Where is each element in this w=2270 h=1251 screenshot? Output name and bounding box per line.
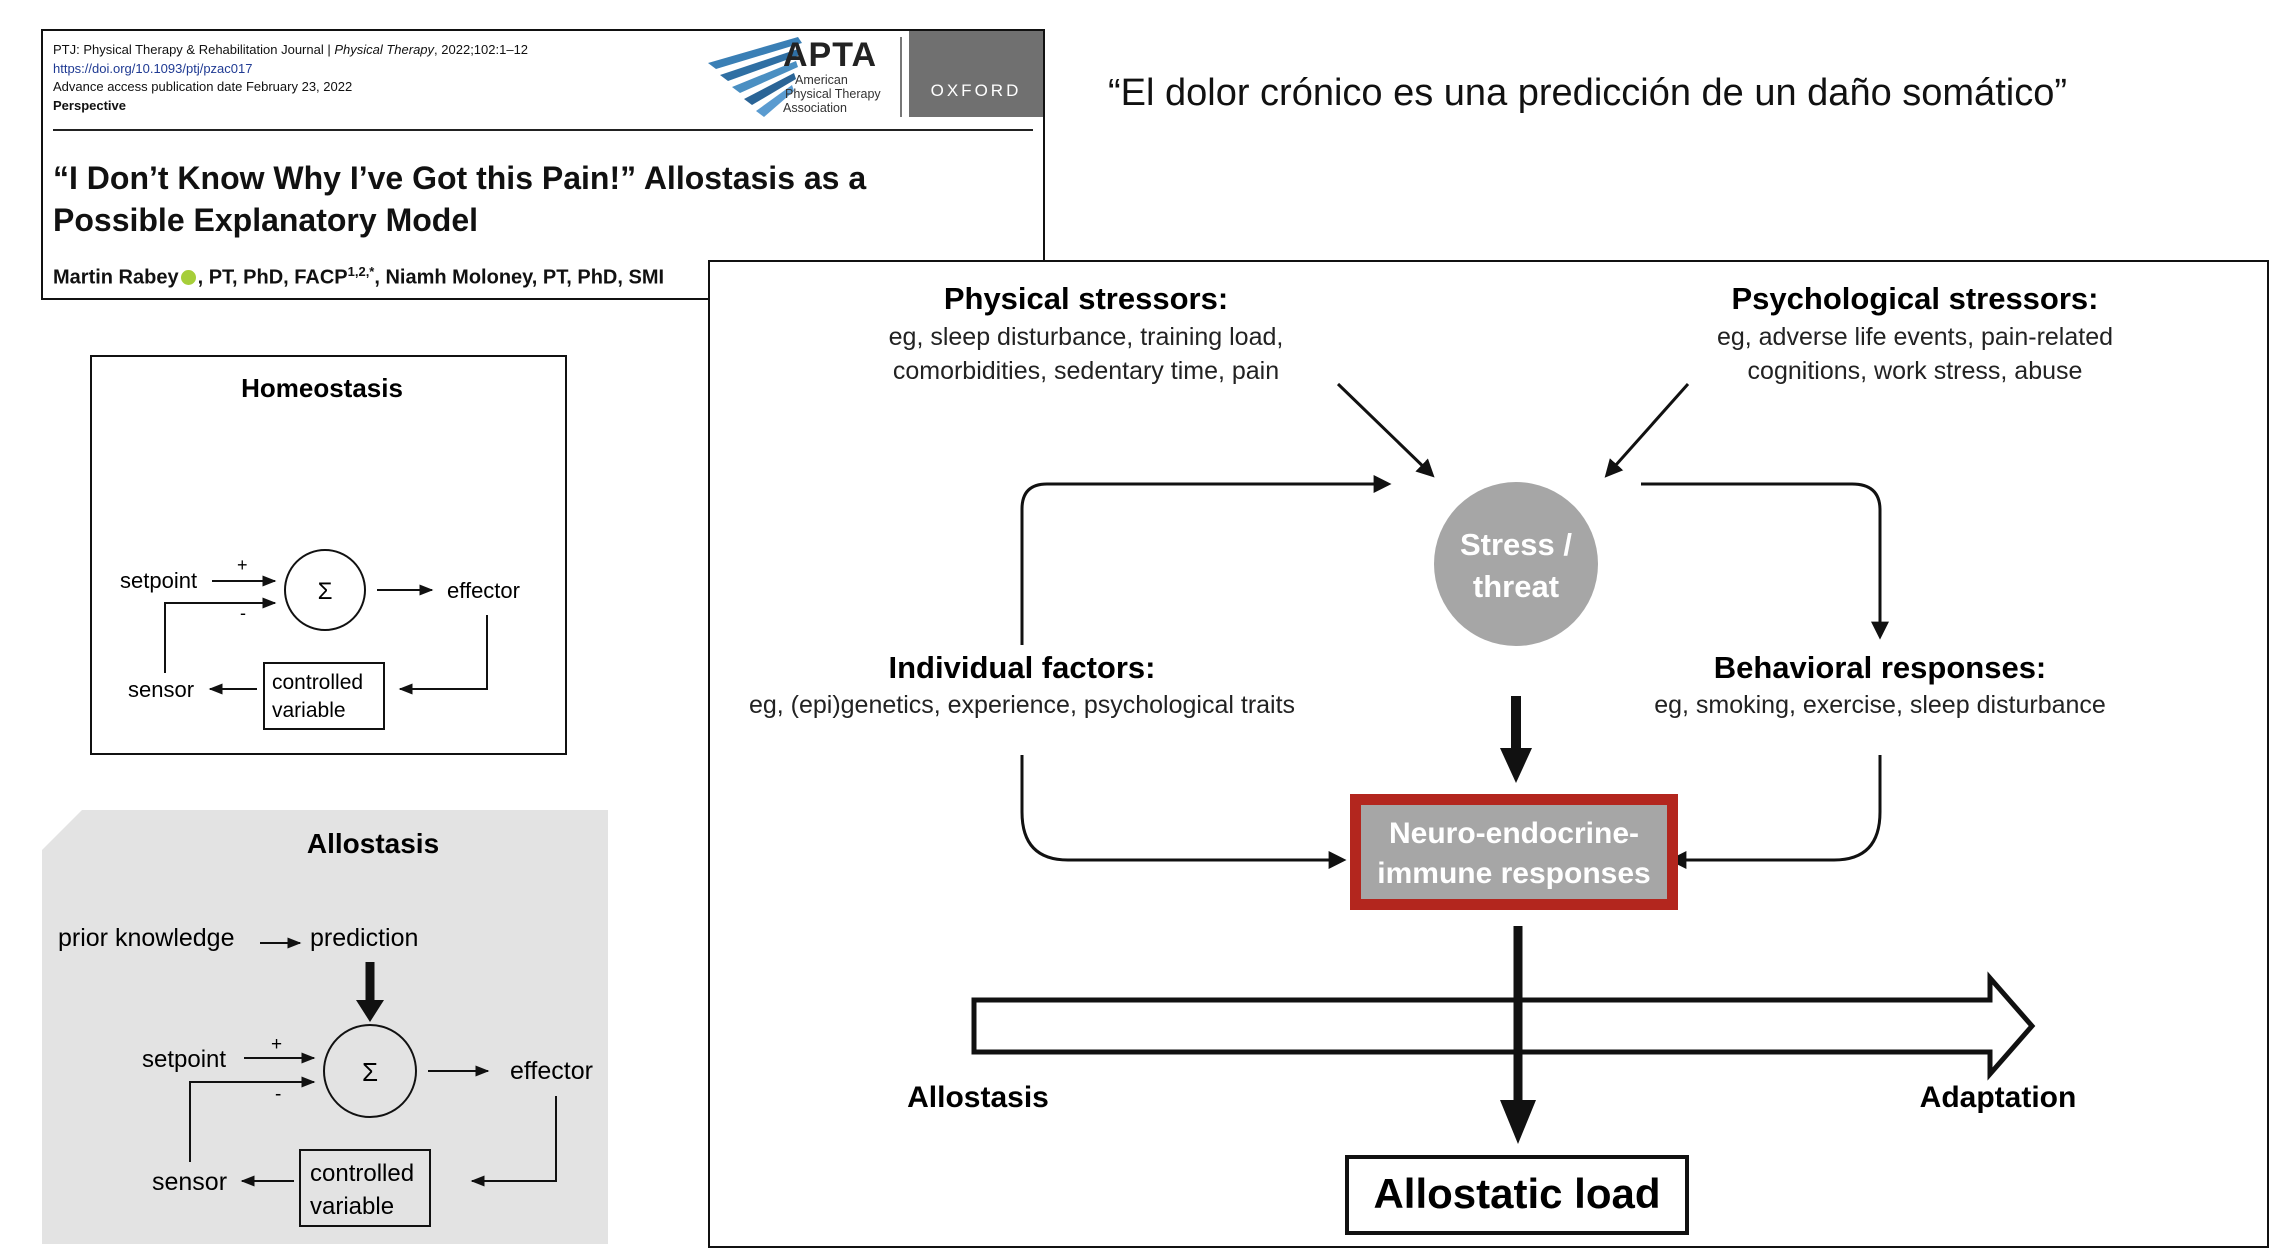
psych-stressors-line2: cognitions, work stress, abuse xyxy=(1748,357,2083,385)
controlled-label: controlled xyxy=(310,1160,414,1187)
allostasis-svg: Allostasis prior knowledge prediction se… xyxy=(58,828,593,1227)
sum-node xyxy=(323,1024,417,1118)
model-svg: Physical stressors: eg, sleep disturbanc… xyxy=(749,281,2113,1235)
author-2[interactable]: , Niamh Moloney, PT, PhD, SMI xyxy=(374,266,665,289)
variable-label: variable xyxy=(272,699,346,722)
behavioral-to-neuro-arrow xyxy=(1668,755,1882,869)
homeostasis-title: Homeostasis xyxy=(241,373,403,403)
doi-link[interactable]: https://doi.org/10.1093/ptj/pzac017 xyxy=(53,60,253,76)
orcid-icon[interactable] xyxy=(180,269,196,285)
setpoint-label: setpoint xyxy=(142,1046,226,1073)
apta-wordmark: APTA xyxy=(783,36,878,74)
apta-line3: Association xyxy=(783,101,847,115)
feedback-arrow xyxy=(189,1076,316,1162)
paper-title-line2: Possible Explanatory Model xyxy=(53,202,478,238)
effector-label: effector xyxy=(447,578,520,603)
controlled-label: controlled xyxy=(272,671,363,694)
controlled-variable-box xyxy=(263,662,385,730)
author-1[interactable]: Martin Rabey xyxy=(53,266,179,289)
physical-stressors-line2: comorbidities, sedentary time, pain xyxy=(893,357,1279,385)
stress-threat-node xyxy=(1434,482,1598,646)
minus-sign: - xyxy=(275,1084,281,1105)
neuro-label-line2: immune responses xyxy=(1377,857,1650,890)
minus-sign: - xyxy=(240,603,246,623)
allostasis-title: Allostasis xyxy=(307,828,439,859)
author-1-affil: 1,2,* xyxy=(347,264,375,279)
allostatic-load-label: Allostatic load xyxy=(1373,1170,1660,1217)
apta-logo-icon xyxy=(708,37,802,117)
article-type: Perspective xyxy=(53,97,126,113)
behavioral-responses-title: Behavioral responses: xyxy=(1714,650,2047,685)
paper-title-line1: “I Don’t Know Why I’ve Got this Pain!” A… xyxy=(53,160,867,196)
physical-stressors-title: Physical stressors: xyxy=(944,281,1228,316)
homeostasis-diagram: Homeostasis setpoint + - Σ effector cont… xyxy=(90,355,567,755)
allostatic-model-diagram: Physical stressors: eg, sleep disturbanc… xyxy=(708,260,2269,1248)
effector-return-arrow xyxy=(398,615,488,695)
sum-node xyxy=(284,549,366,631)
behavioral-responses-line1: eg, smoking, exercise, sleep disturbance xyxy=(1654,691,2106,719)
psych-stressors-line1: eg, adverse life events, pain-related xyxy=(1717,323,2113,351)
sigma-symbol: Σ xyxy=(362,1057,378,1087)
allostasis-diagram: Allostasis prior knowledge prediction se… xyxy=(42,810,608,1244)
prediction-arrow-head xyxy=(356,1000,384,1022)
oxford-wordmark: OXFORD xyxy=(930,81,1022,100)
effector-return-arrow xyxy=(470,1096,557,1187)
author-1-degrees: , PT, PhD, FACP xyxy=(197,266,348,289)
apta-line2: Physical Therapy xyxy=(785,87,881,101)
advance-date: Advance access publication date February… xyxy=(53,79,353,94)
apta-line1: American xyxy=(795,73,848,87)
individual-to-stress-arrow xyxy=(1020,475,1392,645)
stress-to-behavioral-arrow xyxy=(1641,482,1889,640)
logo-divider xyxy=(900,37,902,117)
homeostasis-svg: Homeostasis setpoint + - Σ effector cont… xyxy=(120,373,520,730)
individual-factors-line1: eg, (epi)genetics, experience, psycholog… xyxy=(749,691,1295,719)
adaptation-label: Adaptation xyxy=(1920,1081,2077,1114)
stress-to-neuro-head xyxy=(1500,748,1532,783)
feedback-arrow xyxy=(164,597,277,673)
setpoint-label: setpoint xyxy=(120,568,197,593)
effector-label: effector xyxy=(510,1057,593,1085)
stress-label: Stress / xyxy=(1460,527,1572,562)
neuro-to-load-head xyxy=(1500,1100,1536,1144)
plus-sign: + xyxy=(271,1034,282,1055)
controlled-variable-box xyxy=(299,1149,431,1227)
header-rule xyxy=(53,129,1033,131)
journal-name: PTJ: Physical Therapy & Rehabilitation J… xyxy=(53,42,335,57)
authors: Martin Rabey , PT, PhD, FACP1,2,*, Niamh … xyxy=(53,264,664,290)
variable-label: variable xyxy=(310,1193,394,1220)
threat-label: threat xyxy=(1473,569,1559,604)
paper-title: “I Don’t Know Why I’ve Got this Pain!” A… xyxy=(53,157,1023,241)
sensor-label: sensor xyxy=(152,1168,227,1196)
psych-stressors-title: Psychological stressors: xyxy=(1732,281,2099,316)
paper-meta: PTJ: Physical Therapy & Rehabilitation J… xyxy=(53,41,528,115)
allostasis-adaptation-arrow xyxy=(971,971,2036,1081)
paper-header: PTJ: Physical Therapy & Rehabilitation J… xyxy=(41,29,1045,300)
allostatic-load-box xyxy=(1345,1155,1689,1235)
physical-stressors-line1: eg, sleep disturbance, training load, xyxy=(889,323,1284,351)
neuro-inner-box xyxy=(1361,805,1667,899)
journal-volume: , 2022;102:1–12 xyxy=(434,42,529,57)
plus-sign: + xyxy=(237,555,248,575)
quote-text: “El dolor crónico es una predicción de u… xyxy=(1108,72,2067,114)
sigma-symbol: Σ xyxy=(318,578,333,605)
neuro-label-line1: Neuro-endocrine- xyxy=(1389,817,1639,850)
physical-to-stress-arrow xyxy=(1336,382,1435,478)
prior-knowledge-label: prior knowledge xyxy=(58,924,235,952)
sensor-label: sensor xyxy=(128,677,194,702)
psych-to-stress-arrow xyxy=(1604,383,1690,478)
prediction-label: prediction xyxy=(310,924,418,952)
individual-to-neuro-arrow xyxy=(1020,755,1347,869)
journal-italic: Physical Therapy xyxy=(334,42,435,57)
oxford-logo: OXFORD xyxy=(909,31,1043,117)
allostasis-label: Allostasis xyxy=(907,1081,1049,1114)
individual-factors-title: Individual factors: xyxy=(889,650,1156,685)
